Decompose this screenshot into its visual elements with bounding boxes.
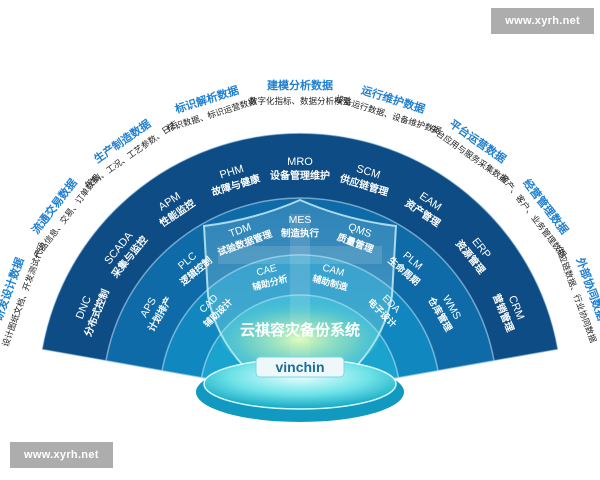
system-code: CAE (255, 263, 278, 279)
center-glow (220, 300, 380, 372)
system-name: 制造执行 (281, 228, 320, 240)
vinchin-logo-box (255, 356, 345, 378)
system-code: MES (289, 214, 312, 226)
system-code: MRO (287, 156, 313, 168)
center-badge: vinchin 云祺容灾备份系统 (196, 300, 404, 422)
vinchin-logo: vinchin (275, 359, 324, 375)
watermark-bottom: www.xyrh.net (10, 442, 113, 468)
center-title: 云祺容灾备份系统 (240, 321, 360, 339)
watermark-top: www.xyrh.net (491, 8, 594, 34)
category-title: 建模分析数据 (267, 78, 333, 92)
category-items: 数字化指标、数据分析模型 (249, 96, 352, 107)
system-name: 设备管理维护 (270, 169, 330, 182)
middle-system-mes: MES 制造执行 (281, 214, 320, 240)
